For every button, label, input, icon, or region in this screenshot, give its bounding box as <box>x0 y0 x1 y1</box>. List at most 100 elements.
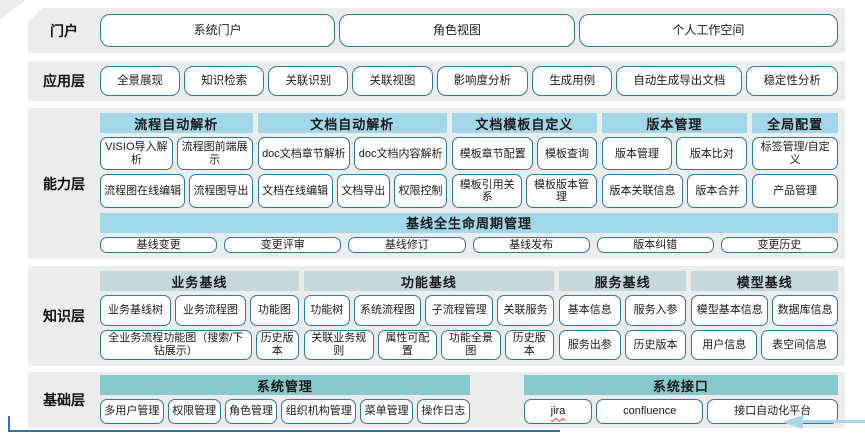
group-model-baseline: 模型基线 模型基本信息数据库信息用户信息表空间信息 <box>691 271 839 360</box>
group-header: 模型基线 <box>691 271 838 291</box>
feature-button[interactable]: 产品管理 <box>752 174 838 208</box>
feature-button[interactable]: 权限管理 <box>167 399 221 424</box>
feature-button[interactable]: 功能树 <box>303 295 350 326</box>
feature-button[interactable]: 影响度分析 <box>436 66 529 96</box>
feature-button[interactable]: 生成用例 <box>532 66 613 96</box>
feature-button[interactable]: 变更历史 <box>720 236 839 253</box>
layer-label-knowledge: 知识层 <box>43 308 85 324</box>
feature-button[interactable]: 服务入参 <box>624 295 687 326</box>
feature-button[interactable]: 关联服务 <box>497 295 554 326</box>
feature-button[interactable]: 操作日志 <box>416 399 470 424</box>
group-header: 服务基线 <box>558 271 687 291</box>
feature-button[interactable]: 版本关联信息 <box>601 174 684 208</box>
feature-button[interactable]: 角色管理 <box>224 399 278 424</box>
feature-button[interactable]: 权限控制 <box>393 174 448 208</box>
button-row: 模板章节配置模板查询 <box>452 137 597 171</box>
button-row: 标签管理/自定义 <box>752 137 838 171</box>
feature-button[interactable]: VISIO导入解析 <box>100 137 173 171</box>
group-business-baseline: 业务基线 业务基线树业务流程图功能图全业务流程功能图（搜索/下钻展示）历史版本 <box>100 271 299 360</box>
feature-button[interactable]: 模板查询 <box>537 137 597 171</box>
feature-button[interactable]: 版本比对 <box>676 137 748 171</box>
button-row: 基本信息服务入参 <box>558 295 687 326</box>
feature-button[interactable]: 组织机构管理 <box>281 399 357 424</box>
feature-button[interactable]: 关联视图 <box>352 66 433 96</box>
feature-button[interactable]: 基线修订 <box>348 236 466 253</box>
application-buttons: 全景展现知识检索关联识别关联视图影响度分析生成用例自动生成导出文档稳定性分析 <box>100 66 845 96</box>
feature-button[interactable]: 知识检索 <box>184 66 265 96</box>
feature-button[interactable]: 标签管理/自定义 <box>752 137 838 171</box>
feature-button[interactable]: 流程图前端展示 <box>176 137 253 171</box>
feature-button[interactable]: 版本合并 <box>687 174 748 208</box>
feature-button[interactable]: 接口自动化平台 <box>707 399 839 424</box>
feature-button[interactable]: 角色视图 <box>339 14 575 47</box>
corner-cut-decoration <box>0 0 26 20</box>
feature-button[interactable]: 子流程管理 <box>425 295 494 326</box>
group-header: 基线全生命周期管理 <box>100 212 838 233</box>
button-row: 版本管理版本比对 <box>601 137 748 171</box>
feature-button[interactable]: 业务流程图 <box>174 295 246 326</box>
layer-label-capability: 能力层 <box>43 175 85 192</box>
feature-button[interactable]: 系统门户 <box>100 14 336 47</box>
feature-button[interactable]: 基线发布 <box>472 236 590 253</box>
feature-button[interactable]: 模型基本信息 <box>691 295 769 326</box>
button-row: 用户信息表空间信息 <box>691 329 839 360</box>
group-global-config: 全局配置 标签管理/自定义产品管理 <box>752 113 838 208</box>
feature-button[interactable]: 业务基线树 <box>100 295 171 326</box>
feature-button[interactable]: 系统流程图 <box>353 295 422 326</box>
feature-button[interactable]: 历史版本 <box>255 329 299 360</box>
feature-button[interactable]: 流程图导出 <box>189 174 253 208</box>
feature-button[interactable]: 模板引用关系 <box>452 174 523 208</box>
button-row: VISIO导入解析流程图前端展示 <box>100 137 253 171</box>
feature-button[interactable]: doc文档内容解析 <box>354 137 448 171</box>
feature-button[interactable]: 变更评审 <box>224 236 342 253</box>
feature-button[interactable]: 文档导出 <box>336 174 390 208</box>
feature-button[interactable]: 功能全景图 <box>441 329 501 360</box>
feature-button[interactable]: 用户信息 <box>691 329 758 360</box>
feature-button[interactable]: 历史版本 <box>504 329 554 360</box>
feature-button[interactable]: 功能图 <box>249 295 299 326</box>
feature-button[interactable]: 服务出参 <box>558 329 621 360</box>
feature-button[interactable]: 基线变更 <box>100 236 218 253</box>
layer-band-application: 应用层 全景展现知识检索关联识别关联视图影响度分析生成用例自动生成导出文档稳定性… <box>28 61 845 101</box>
layer-band-portal: 门户 系统门户角色视图个人工作空间 <box>28 8 845 53</box>
feature-button[interactable]: 基本信息 <box>558 295 621 326</box>
group-header: 业务基线 <box>100 271 299 291</box>
feature-button[interactable]: 模板章节配置 <box>452 137 534 171</box>
layer-band-knowledge: 知识层 业务基线 业务基线树业务流程图功能图全业务流程功能图（搜索/下钻展示）历… <box>28 266 845 366</box>
feature-button[interactable]: 模板版本管理 <box>526 174 597 208</box>
feature-button[interactable]: doc文档章节解析 <box>257 137 351 171</box>
group-header: 系统接口 <box>523 375 838 395</box>
group-header: 系统管理 <box>100 375 470 395</box>
group-header: 全局配置 <box>752 113 838 133</box>
button-row: 基线变更变更评审基线修订基线发布版本纠错变更历史 <box>100 236 839 253</box>
feature-button[interactable]: 历史版本 <box>624 329 687 360</box>
feature-button[interactable]: 数据库信息 <box>772 295 839 326</box>
button-row: 流程图在线编辑流程图导出 <box>100 174 253 208</box>
button-row: 文档在线编辑文档导出权限控制 <box>257 174 448 208</box>
feature-button[interactable]: 版本管理 <box>601 137 673 171</box>
feature-button[interactable]: 流程图在线编辑 <box>100 174 186 208</box>
button-row: 多用户管理权限管理角色管理组织机构管理菜单管理操作日志 <box>100 399 470 424</box>
feature-button[interactable]: 关联识别 <box>268 66 349 96</box>
group-header: 文档自动解析 <box>257 113 448 133</box>
feature-button[interactable]: 版本纠错 <box>596 236 714 253</box>
feature-button[interactable]: 菜单管理 <box>360 399 413 424</box>
feature-button[interactable]: confluence <box>596 399 704 424</box>
button-row: 功能树系统流程图子流程管理关联服务 <box>303 295 554 326</box>
feature-button[interactable]: jira <box>523 399 593 424</box>
group-process-auto-parsing: 流程自动解析 VISIO导入解析流程图前端展示流程图在线编辑流程图导出 <box>100 113 253 208</box>
group-service-baseline: 服务基线 基本信息服务入参服务出参历史版本 <box>558 271 687 360</box>
feature-button[interactable]: 表空间信息 <box>761 329 839 360</box>
feature-button[interactable]: 全业务流程功能图（搜索/下钻展示） <box>100 329 252 360</box>
feature-button[interactable]: 自动生成导出文档 <box>616 66 743 96</box>
group-header: 文档模板自定义 <box>452 113 597 133</box>
feature-button[interactable]: 个人工作空间 <box>578 14 838 47</box>
feature-button[interactable]: 关联业务规则 <box>303 329 374 360</box>
feature-button[interactable]: 属性可配置 <box>377 329 438 360</box>
feature-button[interactable]: 多用户管理 <box>100 399 164 424</box>
feature-button[interactable]: 文档在线编辑 <box>257 174 333 208</box>
feature-button[interactable]: 全景展现 <box>100 66 181 96</box>
button-row: 产品管理 <box>752 174 838 208</box>
feature-button[interactable]: 稳定性分析 <box>746 66 838 96</box>
